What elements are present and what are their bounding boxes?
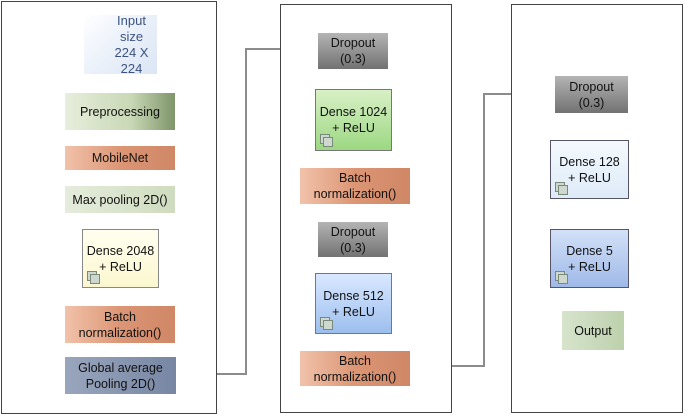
input-size-block: Input size 224 X 224	[84, 12, 157, 76]
dense-5-label: Dense 5	[566, 243, 613, 258]
batchnorm-label-line2: normalization()	[78, 325, 162, 340]
gap-label-line1: Global average	[78, 360, 163, 375]
dense-5-block: Dense 5 + ReLU	[550, 229, 629, 288]
mobilenet-label: MobileNet	[91, 151, 149, 165]
dense-1024-block: Dense 1024 + ReLU	[315, 89, 392, 151]
batchnorm-1-block: Batch normalization()	[300, 168, 410, 204]
dropout-1-block: Dropout (0.3)	[318, 33, 388, 69]
dense-1024-label: Dense 1024	[319, 105, 388, 119]
mobilenet-block: MobileNet	[65, 146, 175, 170]
output-block: Output	[562, 311, 624, 350]
dense-128-label: Dense 128	[559, 154, 620, 169]
dense-1024-activation: + ReLU	[332, 121, 375, 135]
layer-stack-icon	[320, 317, 333, 330]
dropout-2-block: Dropout (0.3)	[318, 222, 388, 257]
dense-5-activation: + ReLU	[568, 259, 611, 274]
preprocessing-label: Preprocessing	[80, 104, 160, 119]
dense-512-label: Dense 512	[323, 288, 384, 303]
dropout-3-rate: (0.3)	[578, 95, 605, 110]
maxpool-label: Max pooling 2D()	[72, 192, 168, 207]
input-size-label: Input size	[117, 12, 146, 44]
batchnorm-1-label-line1: Batch	[339, 171, 371, 185]
batchnorm-2-label-line2: normalization()	[313, 369, 397, 384]
dropout-2-label: Dropout	[330, 224, 376, 239]
batchnorm-1-label-line2: normalization()	[313, 187, 397, 201]
dropout-3-block: Dropout (0.3)	[555, 76, 628, 113]
dense-2048-activation: + ReLU	[99, 259, 142, 274]
dense-128-block: Dense 128 + ReLU	[550, 140, 629, 199]
dense-512-block: Dense 512 + ReLU	[315, 273, 392, 334]
dropout-1-label: Dropout	[330, 36, 376, 50]
layer-stack-icon	[87, 271, 100, 284]
dense-2048-label: Dense 2048	[86, 243, 155, 258]
maxpool-block: Max pooling 2D()	[65, 186, 175, 213]
batchnorm-block: Batch normalization()	[65, 306, 175, 343]
dropout-2-rate: (0.3)	[340, 240, 366, 255]
layer-stack-icon	[555, 182, 568, 195]
layer-stack-icon	[555, 271, 568, 284]
gap-label-line2: Pooling 2D()	[85, 376, 156, 391]
global-avg-pooling-block: Global average Pooling 2D()	[65, 357, 176, 394]
panel-classifier-head	[511, 4, 683, 413]
layer-stack-icon	[320, 134, 333, 147]
input-size-value: 224 X 224	[114, 44, 149, 76]
dense-512-activation: + ReLU	[332, 304, 375, 319]
preprocessing-block: Preprocessing	[65, 93, 175, 130]
dropout-3-label: Dropout	[569, 79, 614, 94]
dense-2048-block: Dense 2048 + ReLU	[82, 229, 159, 288]
batchnorm-2-block: Batch normalization()	[300, 351, 410, 386]
batchnorm-2-label-line1: Batch	[339, 353, 371, 368]
dropout-1-rate: (0.3)	[340, 52, 366, 66]
batchnorm-label-line1: Batch	[104, 309, 136, 324]
output-label: Output	[574, 323, 612, 338]
dense-128-activation: + ReLU	[568, 170, 611, 185]
panel-dense-block	[280, 4, 452, 413]
